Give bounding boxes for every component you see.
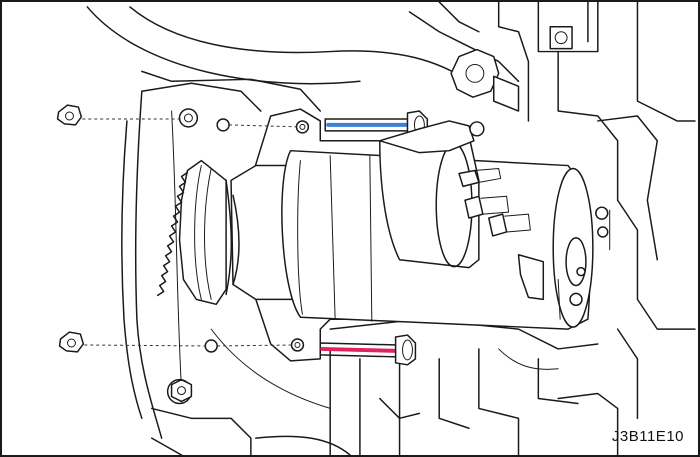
solenoid-terminal-studs xyxy=(458,168,531,237)
lower-bolt-highlight xyxy=(320,346,400,353)
lower-alignment-line xyxy=(84,344,206,347)
engine-components-background xyxy=(408,2,696,330)
starter-motor xyxy=(230,108,594,362)
lower-block-background xyxy=(329,318,639,455)
pinion-gear xyxy=(156,159,232,306)
transaxle-housing xyxy=(86,6,470,455)
bracket-bolt xyxy=(469,121,485,137)
figure-code-label: J3B11E10 xyxy=(611,428,684,445)
lower-nut xyxy=(58,331,296,353)
upper-nut xyxy=(56,104,301,128)
lower-mounting-bolt xyxy=(290,334,417,366)
